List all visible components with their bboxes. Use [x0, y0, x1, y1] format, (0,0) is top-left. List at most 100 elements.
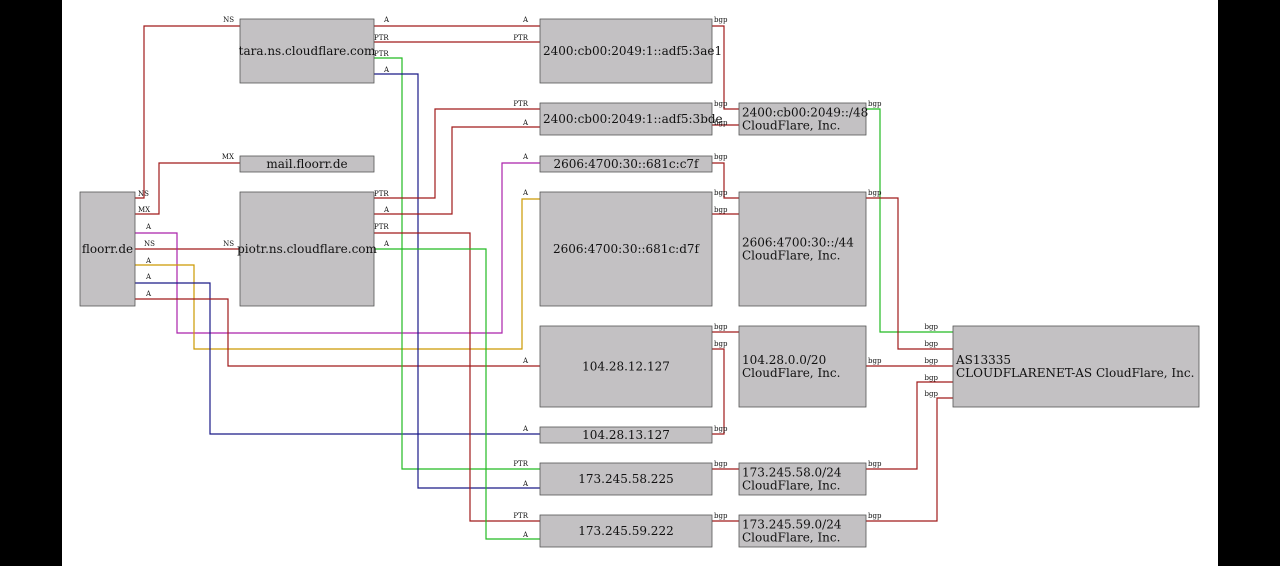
- node-piotr: piotr.ns.cloudflare.com: [237, 191, 378, 307]
- edge-label-a: A: [145, 257, 152, 265]
- edge-green: [374, 57, 540, 470]
- edge-green: [866, 108, 953, 333]
- edge-label-bgp: bgp: [925, 340, 939, 348]
- edge-red: [712, 25, 739, 110]
- node-box: [539, 325, 713, 408]
- node-ip6-3bde: 2400:cb00:2049:1::adf5:3bde: [539, 102, 723, 136]
- edge-label-bgp: bgp: [714, 206, 728, 214]
- node-box: [539, 426, 713, 444]
- node-label: CloudFlare, Inc.: [742, 366, 840, 380]
- edge-red: [866, 381, 953, 470]
- node-box: [738, 462, 867, 496]
- edge-label-ptr: PTR: [374, 190, 389, 198]
- node-label: CloudFlare, Inc.: [742, 479, 840, 493]
- node-ip6-d7f: 2606:4700:30::681c:d7f: [539, 191, 713, 307]
- node-label: CLOUDFLARENET-AS CloudFlare, Inc.: [956, 366, 1194, 380]
- node-box: [539, 155, 713, 173]
- node-label: tara.ns.cloudflare.com: [239, 44, 376, 58]
- edge-label-a: A: [145, 223, 152, 231]
- node-ip4-12-127: 104.28.12.127: [539, 325, 713, 408]
- dns-graph: floorr.de tara.ns.cloudflare.com mail.floo…: [79, 16, 1200, 548]
- edge-label-bgp: bgp: [714, 512, 728, 520]
- edge-blue: [135, 282, 540, 435]
- node-box: [738, 325, 867, 408]
- edge-label-a: A: [145, 273, 152, 281]
- edge-label-bgp: bgp: [714, 323, 728, 331]
- edge-red: [712, 162, 739, 199]
- node-label: CloudFlare, Inc.: [742, 249, 840, 263]
- edge-label-bgp: bgp: [714, 460, 728, 468]
- edge-label-a: A: [522, 189, 529, 197]
- edge-gold: [135, 198, 540, 350]
- edge-red: [135, 298, 540, 367]
- edge-label-a: A: [383, 16, 390, 24]
- node-ip6-3ae1: 2400:cb00:2049:1::adf5:3ae1: [539, 18, 722, 84]
- edge-label-bgp: bgp: [868, 460, 882, 468]
- node-label: 2400:cb00:2049::/48: [742, 106, 868, 120]
- edge-label-a: A: [383, 240, 390, 248]
- edge-label-ptr: PTR: [513, 460, 528, 468]
- node-box: [239, 18, 375, 84]
- edge-label-bgp: bgp: [925, 357, 939, 365]
- edge-label-bgp: bgp: [868, 357, 882, 365]
- edge-label-a: A: [522, 357, 529, 365]
- edge-green: [374, 248, 540, 540]
- node-label: CloudFlare, Inc.: [742, 531, 840, 545]
- edge-label-a: A: [522, 16, 529, 24]
- edge-label-bgp: bgp: [714, 425, 728, 433]
- edge-labels-layer: NSMXNSNSMXNSAAAAAPTRPTRAPTRAPTRAAPTRPTRA…: [138, 16, 939, 539]
- edge-label-ns: NS: [223, 240, 234, 248]
- node-label: 2400:cb00:2049:1::adf5:3bde: [543, 112, 723, 126]
- node-label: piotr.ns.cloudflare.com: [237, 242, 377, 256]
- edge-red: [712, 348, 725, 435]
- edge-label-bgp: bgp: [714, 340, 728, 348]
- edge-label-bgp: bgp: [868, 512, 882, 520]
- node-floorr: floorr.de: [79, 191, 136, 307]
- node-box: [539, 102, 713, 136]
- node-label: 173.245.58.225: [578, 472, 673, 486]
- edge-label-ptr: PTR: [513, 100, 528, 108]
- node-box: [738, 514, 867, 548]
- node-box: [539, 18, 713, 84]
- edge-label-ptr: PTR: [513, 512, 528, 520]
- edge-label-bgp: bgp: [714, 189, 728, 197]
- edge-label-bgp: bgp: [714, 16, 728, 24]
- edge-label-a: A: [145, 290, 152, 298]
- node-box: [539, 462, 713, 496]
- node-ip6-c7f: 2606:4700:30::681c:c7f: [539, 155, 713, 173]
- node-box: [79, 191, 136, 307]
- edge-label-a: A: [522, 119, 529, 127]
- node-mail: mail.floorr.de: [239, 155, 375, 173]
- node-label: 104.28.12.127: [582, 360, 670, 374]
- node-label: 2606:4700:30::681c:c7f: [554, 157, 701, 171]
- edge-label-bgp: bgp: [714, 153, 728, 161]
- edge-label-bgp: bgp: [925, 323, 939, 331]
- edge-label-a: A: [383, 206, 390, 214]
- edge-label-a: A: [383, 66, 390, 74]
- edge-red: [135, 25, 240, 199]
- edge-label-ptr: PTR: [374, 34, 389, 42]
- node-box: [539, 191, 713, 307]
- node-box: [239, 191, 375, 307]
- edge-label-ptr: PTR: [513, 34, 528, 42]
- edges-layer: [135, 25, 953, 540]
- node-box: [738, 191, 867, 307]
- edge-label-bgp: bgp: [714, 119, 728, 127]
- node-label: 173.245.59.222: [578, 524, 673, 538]
- node-label: floorr.de: [82, 242, 133, 256]
- edge-label-mx: MX: [138, 206, 150, 214]
- edge-label-a: A: [522, 425, 529, 433]
- node-label: 2606:4700:30::/44: [742, 236, 854, 250]
- edge-label-a: A: [522, 531, 529, 539]
- node-ip4-58-225: 173.245.58.225: [539, 462, 713, 496]
- edge-label-ns: NS: [223, 16, 234, 24]
- edge-label-a: A: [522, 480, 529, 488]
- edge-red: [866, 397, 953, 522]
- nodes-layer: floorr.de tara.ns.cloudflare.com mail.floo…: [79, 18, 1200, 548]
- node-box: [738, 102, 867, 136]
